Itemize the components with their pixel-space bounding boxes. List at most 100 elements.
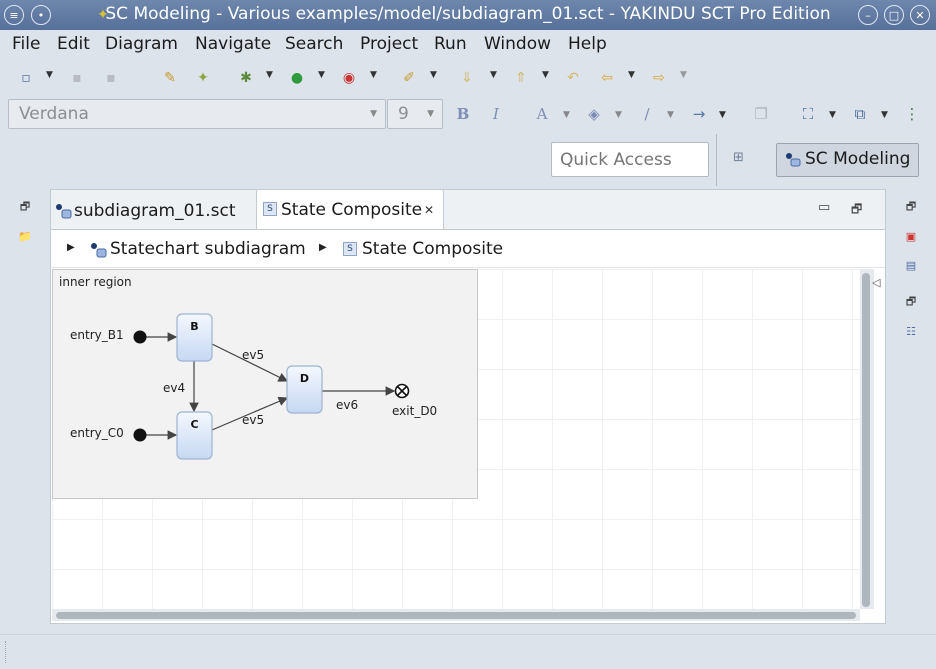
restore-bottom-view-icon[interactable]: 🗗 <box>905 294 917 308</box>
next-annotation-dropdown-icon[interactable]: ▼ <box>490 70 497 80</box>
transition-c-to-d[interactable] <box>211 396 289 431</box>
state-d-label: D <box>300 372 309 385</box>
tab-close-icon[interactable]: ✕ <box>424 203 435 217</box>
region-label: inner region <box>59 275 132 289</box>
inner-region[interactable] <box>52 269 478 499</box>
font-size-combo[interactable]: 9 ▼ <box>387 99 443 129</box>
new-dropdown-icon[interactable]: ▼ <box>46 70 53 80</box>
new-project-icon[interactable]: ✎ <box>164 70 176 86</box>
font-color-button[interactable]: A <box>536 105 548 123</box>
external-tools-icon[interactable]: ◉ <box>342 70 356 86</box>
new-statechart-icon[interactable]: ✦ <box>197 70 209 86</box>
open-perspective-icon[interactable]: ⊞ <box>733 150 744 165</box>
select-icon[interactable]: ⧉ <box>854 105 866 123</box>
prev-annotation-dropdown-icon[interactable]: ▼ <box>542 70 549 80</box>
forward-dropdown-icon[interactable]: ▼ <box>680 70 687 80</box>
definition-view-icon[interactable]: ▣ <box>905 229 917 243</box>
prev-annotation-icon[interactable]: ⇑ <box>515 70 527 86</box>
breadcrumb-item-state-composite[interactable]: State Composite <box>362 239 504 259</box>
new-file-icon[interactable]: ▫ <box>21 70 31 86</box>
breadcrumb-arrow-icon[interactable]: ▶ <box>67 242 75 253</box>
entry-c0-label: entry_C0 <box>70 426 124 440</box>
fill-color-icon[interactable]: ◈ <box>588 105 600 123</box>
state-d[interactable] <box>286 365 323 414</box>
save-all-icon[interactable]: ▪ <box>106 70 116 86</box>
transition-label: ev5 <box>242 348 264 362</box>
window-menu-icon[interactable]: ≡ <box>4 5 24 25</box>
debug-icon[interactable]: ✱ <box>240 70 252 86</box>
transition-label: ev6 <box>336 398 358 412</box>
minimize-icon[interactable]: – <box>858 5 878 25</box>
quick-access-input[interactable] <box>552 143 708 176</box>
state-c[interactable] <box>176 411 213 460</box>
line-color-dropdown-icon[interactable]: ▼ <box>667 110 674 120</box>
italic-button[interactable]: I <box>493 105 499 123</box>
copy-appearance-icon[interactable]: ❐ <box>754 105 768 123</box>
status-bar <box>0 634 936 669</box>
arrange-dropdown-icon[interactable]: ▼ <box>829 110 836 120</box>
state-b[interactable] <box>176 313 213 362</box>
statechart-icon <box>56 204 72 219</box>
title-bar: ≡ • ✦ SC Modeling - Various examples/mod… <box>0 0 936 30</box>
menu-window[interactable]: Window <box>484 34 552 54</box>
palette-collapse-icon[interactable]: ◁ <box>872 276 881 289</box>
exit-node-d0[interactable] <box>394 383 410 399</box>
back-dropdown-icon[interactable]: ▼ <box>628 70 635 80</box>
next-annotation-icon[interactable]: ⇓ <box>461 70 473 86</box>
line-style-button[interactable]: → <box>692 105 706 123</box>
save-icon[interactable]: ▪ <box>72 70 82 86</box>
run-icon[interactable]: ● <box>290 70 304 86</box>
outline-view-icon[interactable]: ☷ <box>906 324 916 338</box>
menu-help[interactable]: Help <box>568 34 607 54</box>
tab-subdiagram-sct[interactable]: subdiagram_01.sct <box>52 191 256 229</box>
horizontal-scroll-thumb[interactable] <box>56 612 856 619</box>
close-icon[interactable]: ✕ <box>910 5 930 25</box>
menu-search[interactable]: Search <box>285 34 344 54</box>
main-toolbar: ▫ ▼ ▪ ▪ ✎ ✦ ✱ ▼ ● ▼ ◉ ▼ ✐ ▼ ⇓ ▼ ⇑ ▼ ↶ ⇦ … <box>0 62 936 94</box>
statechart-icon <box>786 153 801 167</box>
menu-diagram[interactable]: Diagram <box>105 34 178 54</box>
tab-state-composite[interactable]: S State Composite ✕ <box>256 189 444 230</box>
menu-navigate[interactable]: Navigate <box>195 34 272 54</box>
external-tools-dropdown-icon[interactable]: ▼ <box>370 70 377 80</box>
perspective-sc-modeling-button[interactable]: SC Modeling <box>776 143 919 177</box>
line-color-icon[interactable]: ∕ <box>644 105 650 123</box>
status-bar-separator <box>5 641 8 663</box>
entry-node-c0[interactable] <box>133 428 147 442</box>
open-type-dropdown-icon[interactable]: ▼ <box>430 70 437 80</box>
last-edit-icon[interactable]: ↶ <box>567 70 579 86</box>
font-family-combo[interactable]: Verdana ▼ <box>8 99 386 129</box>
font-color-dropdown-icon[interactable]: ▼ <box>563 110 570 120</box>
select-dropdown-icon[interactable]: ▼ <box>881 110 888 120</box>
forward-icon[interactable]: ⇨ <box>653 70 665 86</box>
entry-node-b1[interactable] <box>133 330 147 344</box>
breadcrumb-arrow-icon[interactable]: ▶ <box>319 242 327 253</box>
maximize-icon[interactable]: □ <box>884 5 904 25</box>
arrange-icon[interactable]: ⛶ <box>802 105 814 123</box>
back-icon[interactable]: ⇦ <box>601 70 613 86</box>
vertical-scroll-thumb[interactable] <box>862 273 870 607</box>
line-style-dropdown-icon[interactable]: ▼ <box>719 110 726 120</box>
fill-color-dropdown-icon[interactable]: ▼ <box>615 110 622 120</box>
maximize-editor-icon[interactable]: 🗗 <box>851 202 863 216</box>
tree-layout-icon[interactable]: ⋮ <box>904 105 920 123</box>
menu-project[interactable]: Project <box>360 34 419 54</box>
menu-edit[interactable]: Edit <box>57 34 90 54</box>
menu-file[interactable]: File <box>12 34 41 54</box>
window-pin-icon[interactable]: • <box>31 5 51 25</box>
state-s-icon: S <box>343 242 357 256</box>
quick-access-field[interactable] <box>551 142 709 177</box>
transition-b-to-d[interactable] <box>211 343 289 382</box>
restore-right-view-icon[interactable]: 🗗 <box>905 199 917 213</box>
debug-dropdown-icon[interactable]: ▼ <box>266 70 273 80</box>
open-type-icon[interactable]: ✐ <box>403 70 415 86</box>
project-explorer-icon[interactable]: 📁 <box>18 229 32 243</box>
bold-button[interactable]: B <box>456 105 470 123</box>
restore-view-icon[interactable]: 🗗 <box>19 199 31 213</box>
minimize-editor-icon[interactable]: ▭ <box>818 200 831 215</box>
properties-view-icon[interactable]: ▤ <box>905 258 917 272</box>
breadcrumb-item-statechart[interactable]: Statechart subdiagram <box>110 239 306 259</box>
menu-run[interactable]: Run <box>434 34 467 54</box>
run-dropdown-icon[interactable]: ▼ <box>318 70 325 80</box>
